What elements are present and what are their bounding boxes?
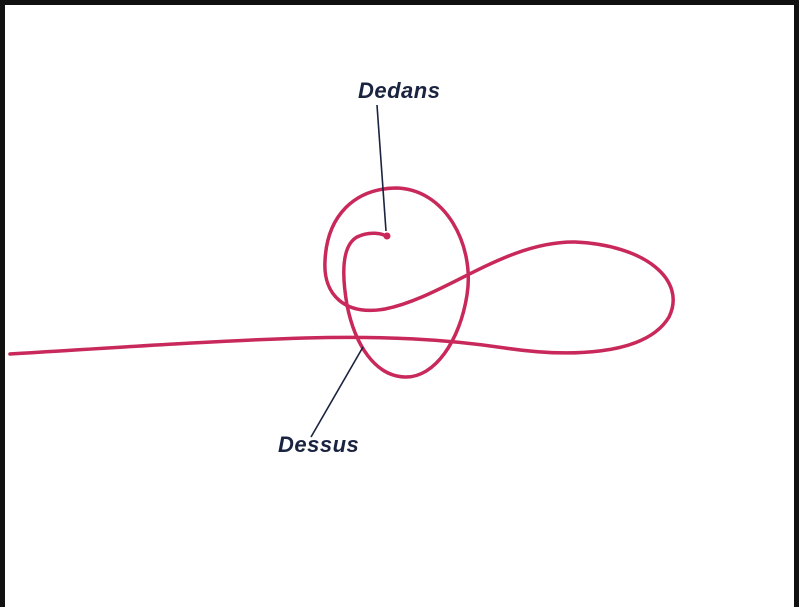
dessus-leader-line [311,347,363,437]
dedans-leader-line [377,105,386,231]
rope-end-tip [384,233,391,240]
label-dessus: Dessus [278,432,359,458]
rope-standing-part [10,188,673,377]
label-dedans: Dedans [358,78,440,104]
